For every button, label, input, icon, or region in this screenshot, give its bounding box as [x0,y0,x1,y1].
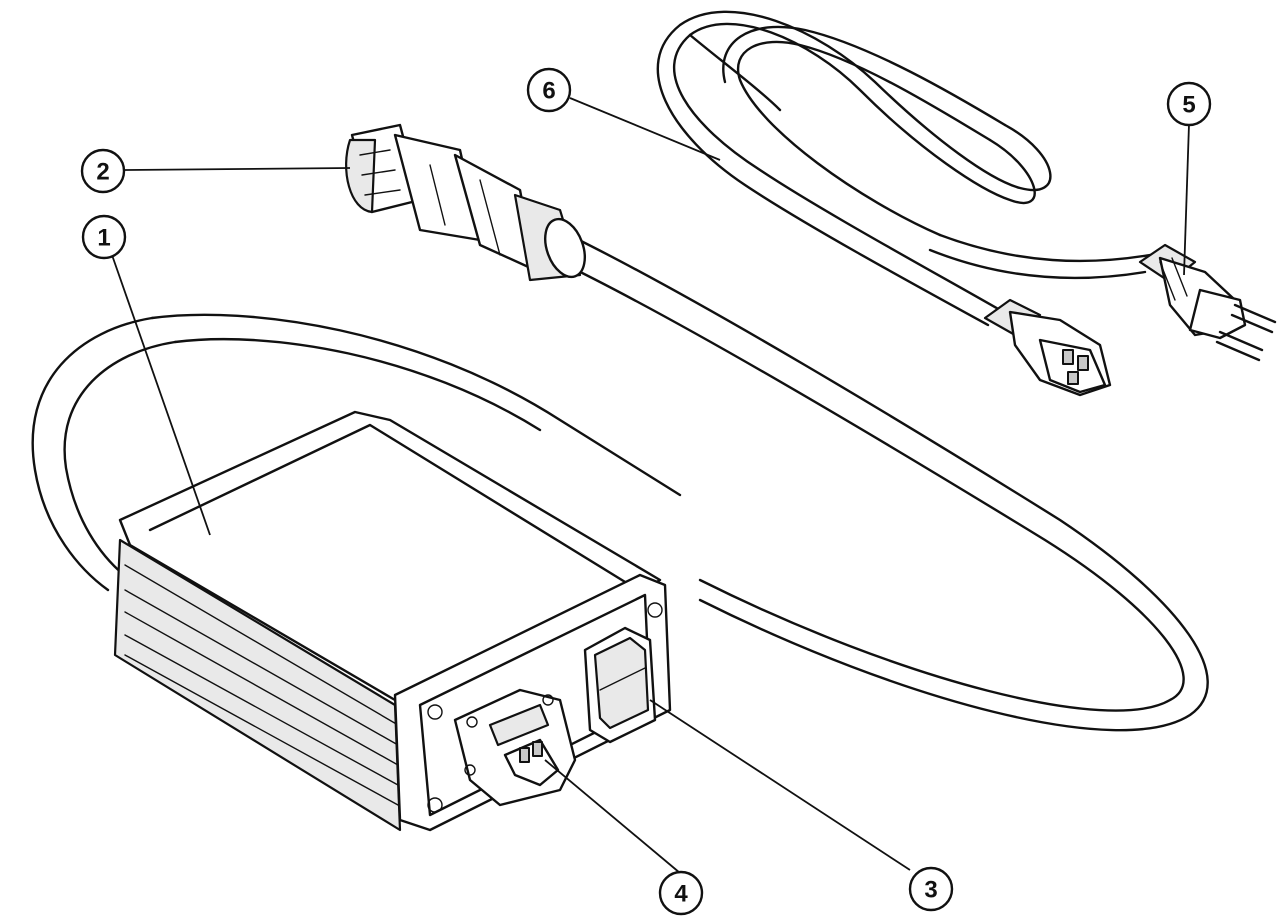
callout-6: 6 [526,67,572,113]
leader-line-6 [569,97,721,161]
callout-label-2: 2 [96,159,109,186]
round-connector [345,123,586,282]
leader-line-5 [1183,123,1190,276]
leader-line-3 [649,699,911,871]
callout-2: 2 [80,148,126,194]
charger-housing [113,410,672,832]
output-cable [31,236,1209,732]
callout-label-5: 5 [1182,92,1195,119]
power-cord [656,10,1152,327]
mains-plug [1138,243,1277,362]
leader-line-1 [111,254,211,536]
cord-iec-connector [983,298,1112,397]
leader-line-2 [123,167,351,171]
leader-line-4 [544,759,681,874]
callout-5: 5 [1166,81,1212,127]
callout-4: 4 [658,870,704,916]
rocker-switch [583,626,657,744]
leader-lines [111,97,1190,874]
callout-label-3: 3 [924,877,937,904]
callout-3: 3 [908,866,954,912]
callout-label-4: 4 [674,881,688,908]
callout-1: 1 [81,214,127,260]
iec-power-inlet [453,688,577,807]
callout-label-6: 6 [542,78,555,105]
callout-label-1: 1 [97,225,110,252]
